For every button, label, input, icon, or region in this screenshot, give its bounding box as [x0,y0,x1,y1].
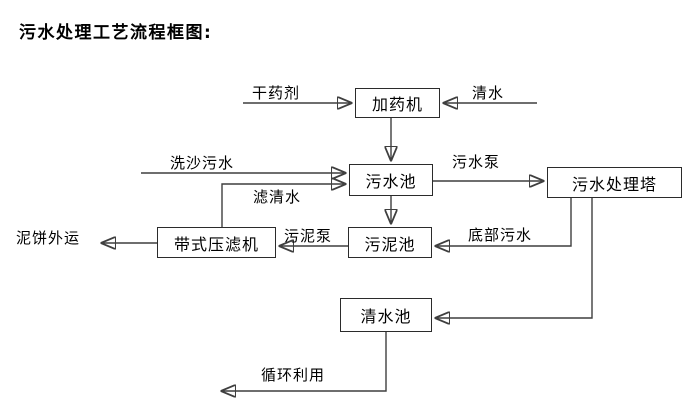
edge-bottom-sewage-to-sludge-pool [436,198,572,246]
node-treatment-tower: 污水处理塔 [547,167,682,198]
node-clear-water-pool: 清水池 [340,298,432,332]
label-filtered-water: 滤清水 [253,188,302,206]
node-dosing-machine: 加药机 [355,88,440,118]
edge-filtered-water-to-sewage-pool [221,184,345,227]
edge-recycling-out [222,332,387,391]
label-recycling: 循环利用 [261,366,326,384]
label-mud-cake-transport: 泥饼外运 [16,229,81,247]
label-sand-washing-sewage: 洗沙污水 [170,154,235,172]
diagram-title: 污水处理工艺流程框图: [19,23,213,43]
label-sludge-pump: 污泥泵 [284,227,333,245]
label-clear-water: 清水 [472,84,505,102]
label-sewage-pump: 污水泵 [452,153,501,171]
node-belt-filter-press: 带式压滤机 [157,227,276,258]
label-bottom-sewage: 底部污水 [468,226,533,244]
label-dry-chemical: 干药剂 [252,84,301,102]
node-sludge-pool: 污泥池 [348,227,432,258]
node-sewage-pool: 污水池 [349,164,433,196]
edge-tower-to-clear-water-pool [436,198,593,318]
